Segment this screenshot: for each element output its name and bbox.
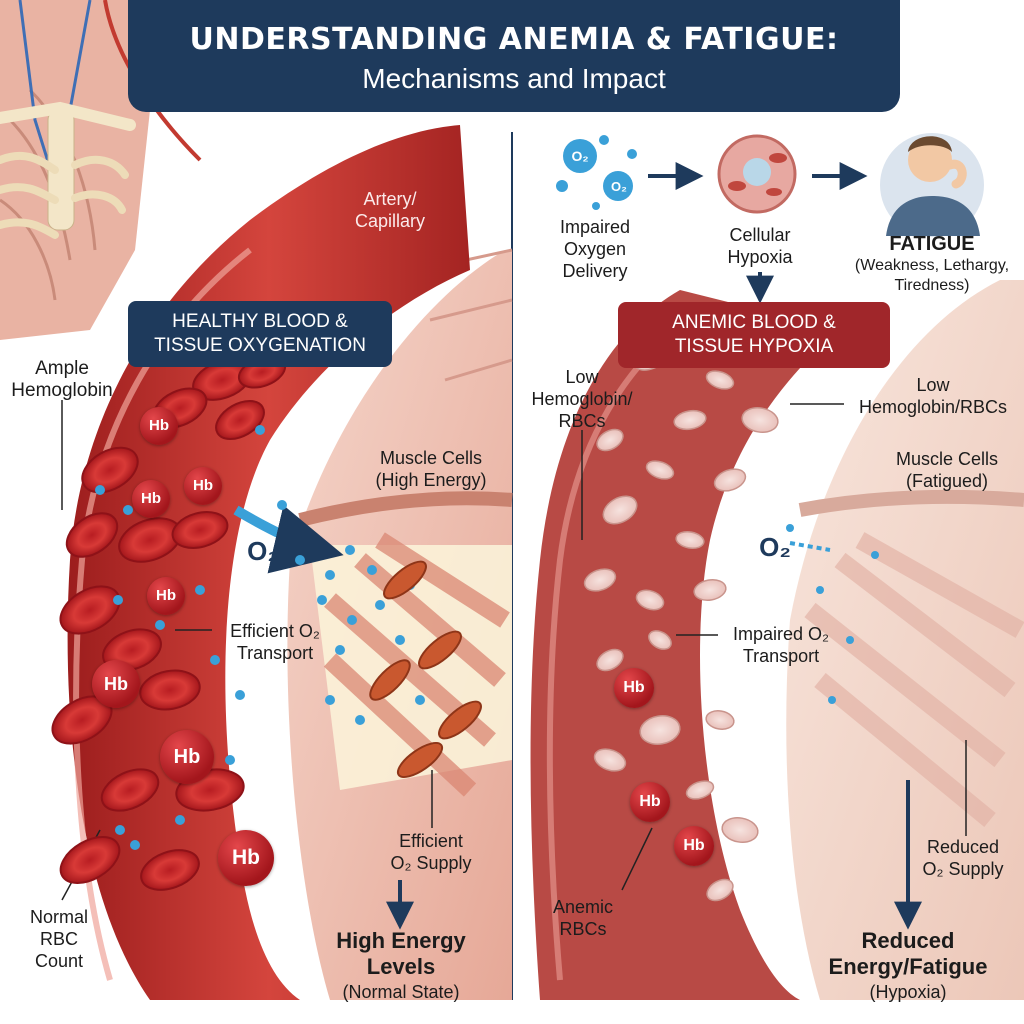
fatigued-muscle-label: Muscle Cells(Fatigued) [884, 448, 1010, 492]
healthy-muscle-label: Muscle Cells(High Energy) [366, 447, 496, 491]
hb-badge: Hb [140, 407, 178, 445]
oxygen-dot [871, 551, 879, 559]
fatigue-label: FATIGUE (Weakness, Lethargy, Tiredness) [840, 232, 1024, 296]
page-title: UNDERSTANDING ANEMIA & FATIGUE: [128, 22, 900, 57]
oxygen-dot [345, 545, 355, 555]
oxygen-dot [115, 825, 125, 835]
pale-red-blood-cell [705, 709, 736, 732]
anemic-outcome: Reduced Energy/Fatigue (Hypoxia) [818, 928, 998, 1004]
healthy-section-header: HEALTHY BLOOD &TISSUE OXYGENATION [128, 301, 392, 367]
oxygen-dot [347, 615, 357, 625]
oxygen-dot [255, 425, 265, 435]
o2-bubble-text: O₂ [605, 176, 633, 198]
oxygen-dot [375, 600, 385, 610]
healthy-o2-label: O₂ [238, 540, 288, 562]
hb-badge: Hb [674, 826, 714, 866]
title-banner: UNDERSTANDING ANEMIA & FATIGUE: Mechanis… [128, 0, 900, 112]
hb-badge: Hb [160, 730, 214, 784]
oxygen-dot [846, 636, 854, 644]
anemic-o2-label: O₂ [750, 536, 800, 558]
oxygen-dot [130, 840, 140, 850]
oxygen-dot [828, 696, 836, 704]
oxygen-dot [225, 755, 235, 765]
oxygen-dot [123, 505, 133, 515]
low-hemoglobin-right-label: LowHemoglobin/RBCs [842, 374, 1024, 418]
oxygen-dot [113, 595, 123, 605]
oxygen-dot [395, 635, 405, 645]
hb-badge: Hb [630, 782, 670, 822]
oxygen-dot [195, 585, 205, 595]
hb-badge: Hb [184, 467, 222, 505]
oxygen-dot [415, 695, 425, 705]
oxygen-dot [277, 500, 287, 510]
hb-badge: Hb [92, 660, 140, 708]
oxygen-dot [325, 570, 335, 580]
oxygen-dot [325, 695, 335, 705]
anemic-rbc-label: AnemicRBCs [540, 896, 626, 940]
cell-icon [719, 136, 795, 212]
hb-badge: Hb [614, 668, 654, 708]
healthy-outcome: High Energy Levels (Normal State) [318, 928, 484, 1004]
anemic-section-header: ANEMIC BLOOD &TISSUE HYPOXIA [618, 302, 890, 368]
pale-red-blood-cell [720, 815, 760, 845]
oxygen-dot [175, 815, 185, 825]
oxygen-dot [155, 620, 165, 630]
hb-badge: Hb [147, 577, 185, 615]
oxygen-dot [786, 524, 794, 532]
hb-badge: Hb [132, 480, 170, 518]
page-subtitle: Mechanisms and Impact [128, 63, 900, 95]
oxygen-dot [355, 715, 365, 725]
oxygen-dot [295, 555, 305, 565]
oxygen-dot [235, 690, 245, 700]
hb-badge: Hb [218, 830, 274, 886]
tired-person-icon [880, 133, 984, 237]
oxygen-dot [317, 595, 327, 605]
oxygen-dot [95, 485, 105, 495]
oxygen-dot [367, 565, 377, 575]
vessel-label: Artery/Capillary [330, 188, 450, 232]
oxygen-dot [816, 586, 824, 594]
o2-bubble-text: O₂ [566, 145, 594, 167]
